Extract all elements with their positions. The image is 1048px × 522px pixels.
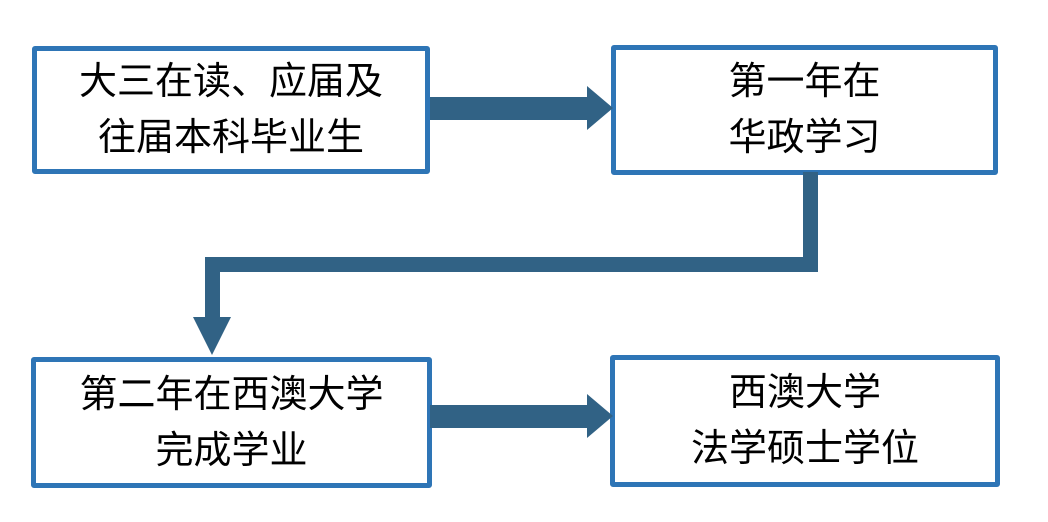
right-arrow-shaft: [430, 405, 588, 428]
right-arrow-shaft: [430, 97, 588, 120]
node-text-line: 西澳大学: [728, 372, 881, 414]
right-arrowhead-icon: [587, 394, 613, 438]
flow-node-undergrad-source: 大三在读、应届及 往届本科毕业生: [32, 46, 430, 174]
right-arrowhead-icon: [587, 86, 613, 130]
node-text-line: 第一年在: [728, 61, 881, 103]
elbow-arrow-horizontal-segment: [205, 257, 818, 272]
flow-node-year1-ecupl: 第一年在 华政学习: [611, 45, 998, 175]
node-text-line: 完成学业: [155, 429, 308, 472]
elbow-arrow-vertical-segment: [803, 172, 818, 272]
node-text-line: 法学硕士学位: [690, 428, 919, 470]
flow-node-year2-uwa: 第二年在西澳大学 完成学业: [31, 357, 432, 488]
node-text-line: 往届本科毕业生: [97, 117, 364, 159]
elbow-arrow-vertical-segment: [205, 257, 220, 319]
node-text-line: 华政学习: [728, 117, 881, 159]
down-arrowhead-icon: [193, 317, 231, 355]
node-text-line: 第二年在西澳大学: [79, 373, 384, 416]
flow-node-uwa-llm-degree: 西澳大学 法学硕士学位: [610, 355, 1000, 487]
node-text-line: 大三在读、应届及: [78, 61, 383, 103]
